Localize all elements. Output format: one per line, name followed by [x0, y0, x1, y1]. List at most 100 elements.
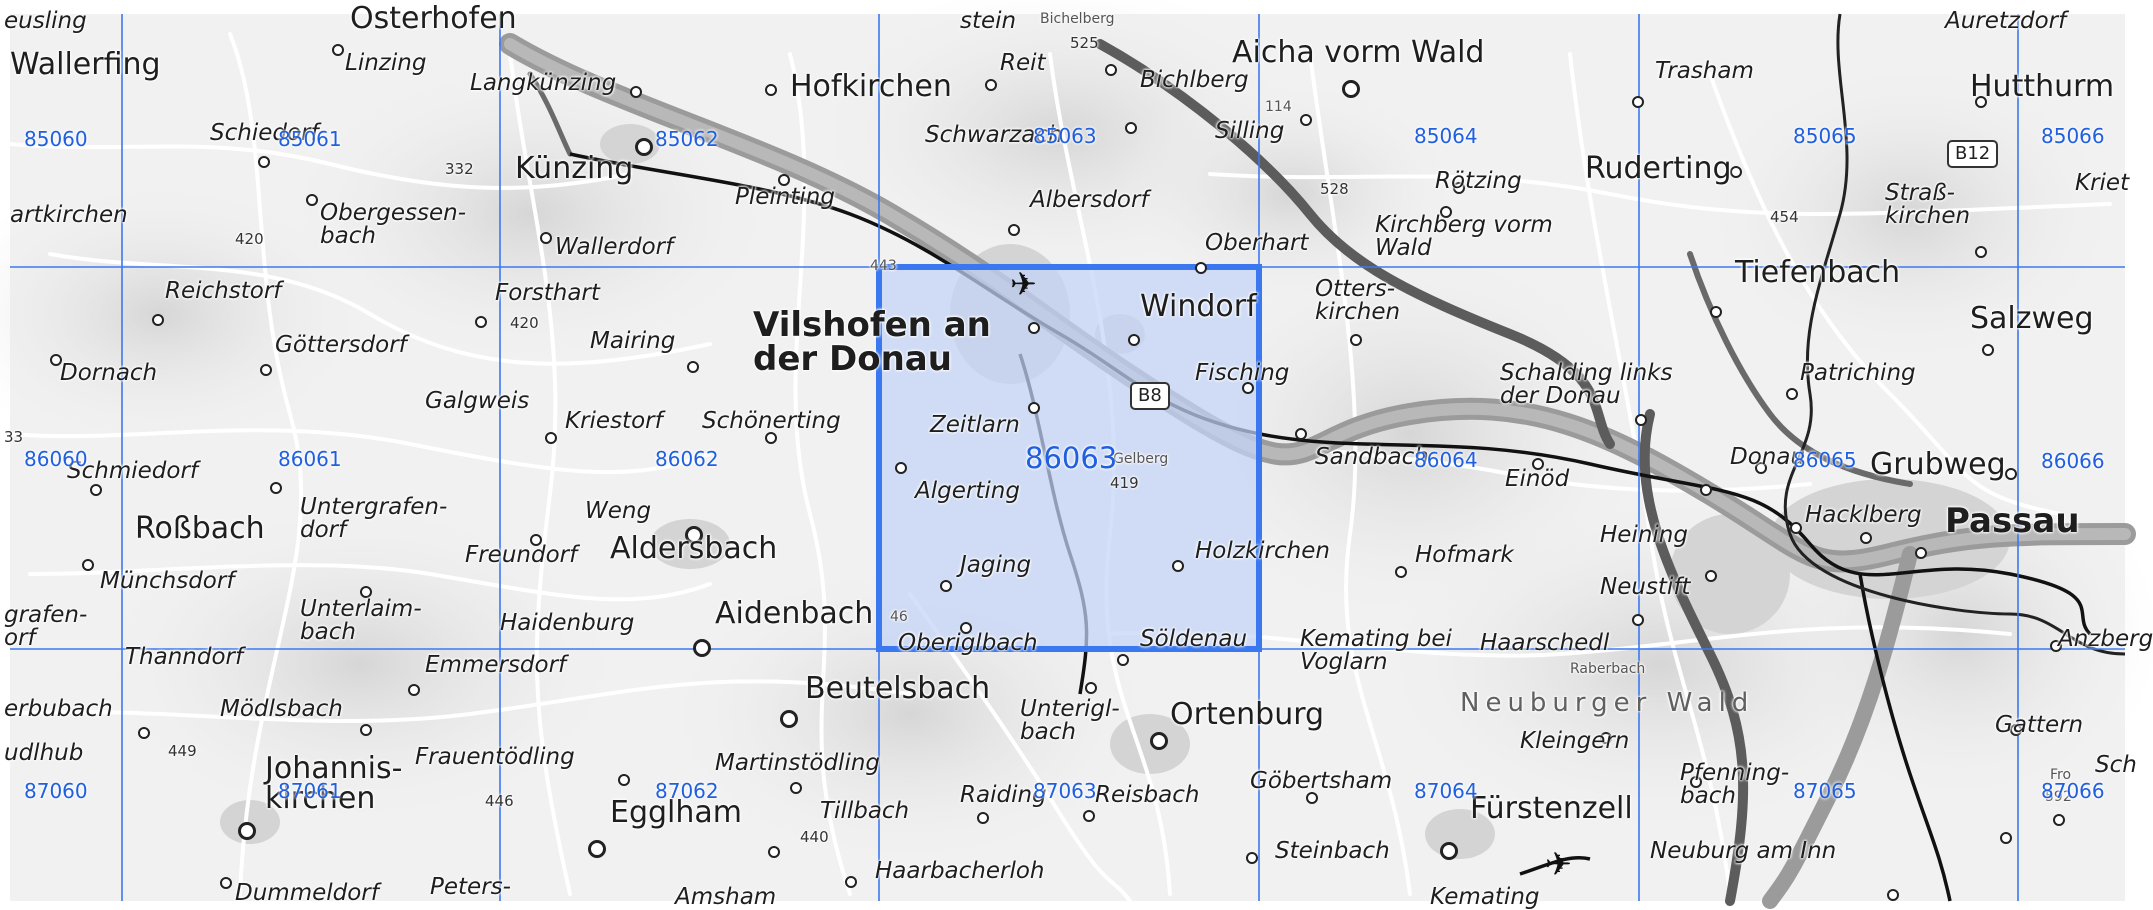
place-label-schonerting: Schönerting — [702, 408, 841, 434]
place-label-reisbach: Reisbach — [1095, 782, 1200, 808]
place-label-petersdorf: Peters- — [430, 874, 511, 900]
place-label-neuburg: Neuburg am Inn — [1650, 838, 1837, 864]
settlement-marker — [1860, 532, 1872, 544]
settlement-marker — [1532, 458, 1544, 470]
place-label-osterhofen: Osterhofen — [350, 1, 517, 36]
place-label-aicha: Aicha vorm Wald — [1232, 35, 1485, 70]
place-label-kleingern: Kleingern — [1520, 728, 1630, 754]
grid-label-87065[interactable]: 87065 — [1793, 779, 1857, 803]
grid-label-86065[interactable]: 86065 — [1793, 448, 1857, 472]
grid-label-85061[interactable]: 85061 — [278, 127, 342, 151]
settlement-marker — [238, 822, 256, 840]
place-label-heining: Heining — [1600, 522, 1688, 548]
grid-label-87066[interactable]: 87066 — [2041, 779, 2105, 803]
grid-label-86063[interactable]: 86063 — [1025, 441, 1118, 475]
grid-label-85065[interactable]: 85065 — [1793, 124, 1857, 148]
settlement-marker — [780, 710, 798, 728]
settlement-marker — [152, 314, 164, 326]
grid-label-86064[interactable]: 86064 — [1414, 448, 1478, 472]
place-label-kriestorf: Kriestorf — [565, 408, 663, 434]
place-label-strasskirchen: Straß- kirchen — [1885, 180, 1971, 229]
grid-label-87062[interactable]: 87062 — [655, 779, 719, 803]
place-label-einod: Einöd — [1505, 466, 1570, 492]
settlement-marker — [1395, 566, 1407, 578]
grid-label-87063[interactable]: 87063 — [1033, 779, 1097, 803]
settlement-marker — [895, 462, 907, 474]
place-label-langkunzing: Langkünzing — [470, 70, 617, 96]
settlement-marker — [475, 316, 487, 328]
place-label-e114: 114 — [1265, 99, 1292, 115]
place-label-tillbach: Tillbach — [820, 798, 910, 824]
place-label-linzing: Linzing — [345, 50, 427, 76]
place-label-unteriglbach: Unterigl- bach — [1020, 696, 1120, 745]
settlement-marker — [82, 559, 94, 571]
settlement-marker — [940, 580, 952, 592]
grid-label-86060[interactable]: 86060 — [24, 447, 88, 471]
grid-label-85066[interactable]: 85066 — [2041, 124, 2105, 148]
place-label-e443: 443 — [870, 258, 897, 274]
place-label-gattern: Gattern — [1995, 712, 2084, 738]
place-label-reichstorf: Reichstorf — [165, 278, 282, 304]
place-label-neustift: Neustift — [1600, 574, 1691, 600]
place-label-kriet: Kriet — [2075, 170, 2130, 196]
settlement-marker — [530, 534, 542, 546]
grid-label-87064[interactable]: 87064 — [1414, 779, 1478, 803]
grid-label-85063[interactable]: 85063 — [1033, 124, 1097, 148]
settlement-marker — [765, 432, 777, 444]
place-label-aidenbach: Aidenbach — [715, 596, 874, 631]
grid-label-85062[interactable]: 85062 — [655, 127, 719, 151]
place-label-amsham: Amsham — [675, 884, 777, 910]
settlement-marker — [260, 364, 272, 376]
settlement-marker — [408, 684, 420, 696]
settlement-marker — [332, 44, 344, 56]
place-label-hofkirchen: Hofkirchen — [790, 69, 952, 104]
grid-label-85064[interactable]: 85064 — [1414, 124, 1478, 148]
settlement-marker — [765, 84, 777, 96]
airport-icon: ✈ — [1010, 265, 1037, 303]
place-label-silling: Silling — [1215, 118, 1285, 144]
place-label-rossbach: Roßbach — [135, 511, 265, 546]
place-label-egglham: Egglham — [610, 795, 742, 830]
settlement-marker — [977, 812, 989, 824]
settlement-marker — [2053, 814, 2065, 826]
place-label-anzberg: Anzberg — [2058, 626, 2153, 652]
settlement-marker — [1635, 414, 1647, 426]
place-label-freundorf: Freundorf — [465, 542, 578, 568]
settlement-marker — [1700, 484, 1712, 496]
place-label-haarschedl: Haarschedl — [1480, 630, 1610, 656]
place-label-stein: stein — [960, 8, 1017, 34]
place-label-sch: Sch — [2095, 752, 2137, 778]
settlement-marker — [1150, 732, 1168, 750]
grid-label-85060[interactable]: 85060 — [24, 127, 88, 151]
settlement-marker — [545, 432, 557, 444]
settlement-marker — [90, 484, 102, 496]
grid-label-86066[interactable]: 86066 — [2041, 449, 2105, 473]
danube-river-center — [504, 38, 2131, 568]
place-label-e528: 528 — [1320, 180, 1349, 198]
place-label-sandbach: Sandbach — [1315, 444, 1429, 470]
place-label-e592: 592 — [2045, 789, 2072, 805]
place-label-holzkirchen: Holzkirchen — [1195, 538, 1330, 564]
settlement-marker — [1982, 344, 1994, 356]
grid-label-86061[interactable]: 86061 — [278, 447, 342, 471]
settlement-marker — [50, 354, 62, 366]
settlement-marker — [768, 846, 780, 858]
place-label-hacklberg: Hacklberg — [1805, 502, 1922, 528]
settlement-marker — [1453, 182, 1465, 194]
settlement-marker — [1350, 334, 1362, 346]
settlement-marker — [360, 724, 372, 736]
settlement-marker — [1790, 522, 1802, 534]
place-label-reit: Reit — [1000, 50, 1046, 76]
grid-label-87060[interactable]: 87060 — [24, 779, 88, 803]
place-label-elberg: Gelberg — [1113, 451, 1169, 467]
place-label-galgweis: Galgweis — [425, 388, 530, 414]
place-label-e454: 454 — [1770, 208, 1799, 226]
place-label-haarbacherloh: Haarbacherloh — [875, 858, 1045, 884]
grid-label-87061[interactable]: 87061 — [278, 779, 342, 803]
settlement-marker — [540, 232, 552, 244]
settlement-marker — [1632, 96, 1644, 108]
place-label-udlhub: udlhub — [4, 740, 84, 766]
place-label-eusling: eusling — [4, 8, 87, 34]
grid-label-86062[interactable]: 86062 — [655, 447, 719, 471]
